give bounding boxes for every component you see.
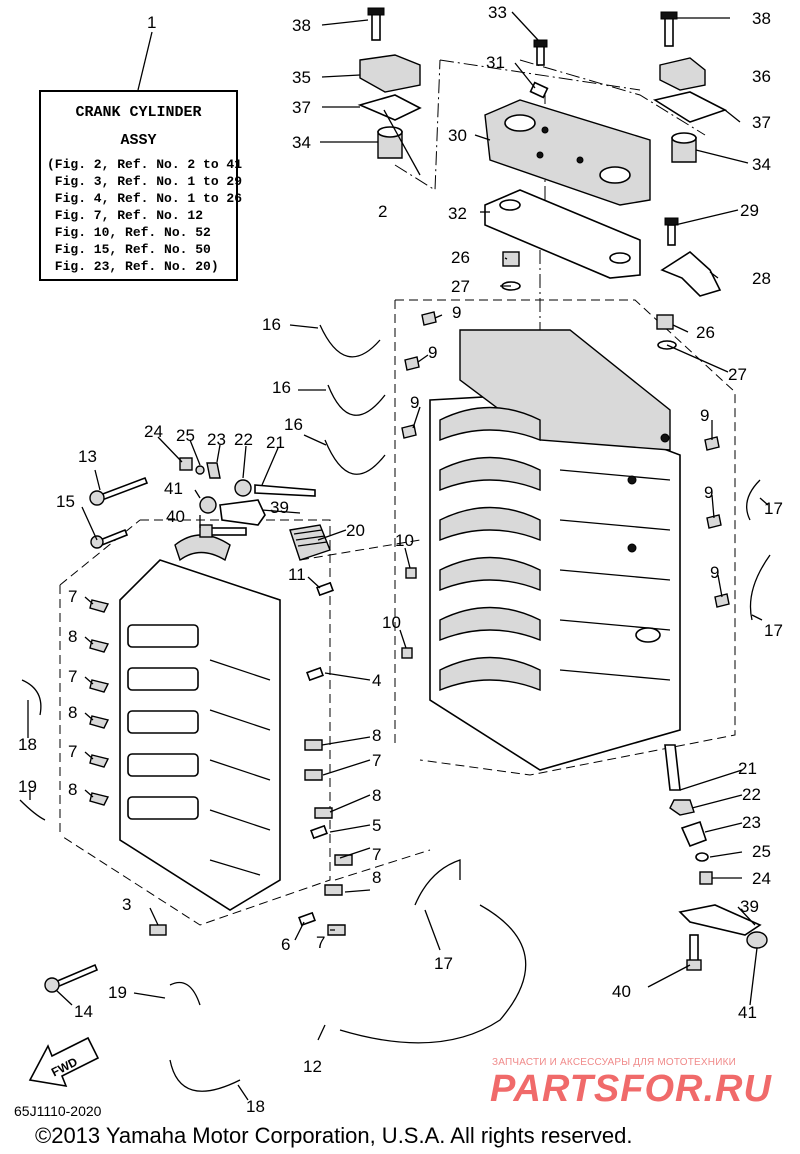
callout-17c: 17: [434, 954, 453, 973]
callout-18a: 18: [18, 735, 37, 754]
watermark-tagline: ЗАПЧАСТИ И АКСЕССУАРЫ ДЛЯ МОТОТЕХНИКИ: [492, 1057, 737, 1068]
callout-24a: 24: [144, 422, 163, 441]
callout-16c: 16: [284, 415, 303, 434]
callout-labels: 1 2 3 4 5 6 7 7 7 7 7 7 8 8 8 8 8 8 9 9 …: [18, 3, 783, 1116]
callout-11: 11: [288, 565, 306, 584]
drawing-code: 65J1110-2020: [14, 1103, 102, 1119]
callout-8e: 8: [372, 786, 381, 805]
callout-19a: 19: [18, 777, 37, 796]
callout-41b: 41: [738, 1003, 757, 1022]
callout-34b: 34: [752, 155, 771, 174]
callout-27b: 27: [728, 365, 747, 384]
callout-25a: 25: [176, 426, 195, 445]
callout-39a: 39: [270, 498, 289, 517]
callout-40a: 40: [166, 507, 185, 526]
callout-31: 31: [486, 53, 505, 72]
watermark-brand: PARTSFOR.RU: [490, 1068, 772, 1110]
callout-20: 20: [346, 521, 365, 540]
figure-ref: Fig. 23, Ref. No. 20): [47, 259, 219, 274]
callout-26b: 26: [696, 323, 715, 342]
callout-9f: 9: [710, 563, 719, 582]
assembly-title: CRANK CYLINDER: [75, 104, 202, 121]
callout-29: 29: [740, 201, 759, 220]
callout-21a: 21: [266, 433, 285, 452]
assembly-info-box: CRANK CYLINDER ASSY (Fig. 2, Ref. No. 2 …: [39, 90, 242, 281]
figure-ref: (Fig. 2, Ref. No. 2 to 41: [47, 157, 243, 172]
figure-ref: Fig. 3, Ref. No. 1 to 29: [47, 174, 243, 189]
callout-26a: 26: [451, 248, 470, 267]
callout-8a: 8: [68, 627, 77, 646]
callout-7a: 7: [68, 587, 77, 606]
callout-7b: 7: [68, 667, 77, 686]
callout-9c: 9: [410, 393, 419, 412]
figure-ref: Fig. 15, Ref. No. 50: [47, 242, 211, 257]
callout-6: 6: [281, 935, 290, 954]
callout-8d: 8: [372, 726, 381, 745]
callout-9b: 9: [428, 343, 437, 362]
callout-7d: 7: [372, 751, 381, 770]
callout-7f: 7: [316, 933, 325, 952]
callout-1: 1: [147, 13, 156, 32]
callout-37a: 37: [292, 98, 311, 117]
callout-8c: 8: [68, 780, 77, 799]
callout-35: 35: [292, 68, 311, 87]
callout-39b: 39: [740, 897, 759, 916]
callout-15: 15: [56, 492, 75, 511]
callout-23a: 23: [207, 430, 226, 449]
callout-17a: 17: [764, 499, 783, 518]
figure-ref: Fig. 4, Ref. No. 1 to 26: [47, 191, 243, 206]
fwd-arrow-icon: FWD: [28, 1036, 100, 1088]
callout-5: 5: [372, 816, 381, 835]
callout-16b: 16: [272, 378, 291, 397]
callout-16a: 16: [262, 315, 281, 334]
callout-40b: 40: [612, 982, 631, 1001]
callout-27a: 27: [451, 277, 470, 296]
callout-9a: 9: [452, 303, 461, 322]
callout-7c: 7: [68, 742, 77, 761]
callout-8f: 8: [372, 868, 381, 887]
callout-28: 28: [752, 269, 771, 288]
callout-21b: 21: [738, 759, 757, 778]
callout-8b: 8: [68, 703, 77, 722]
callout-25b: 25: [752, 842, 771, 861]
callout-41a: 41: [164, 479, 183, 498]
callout-19b: 19: [108, 983, 127, 1002]
figure-references: (Fig. 2, Ref. No. 2 to 41 Fig. 3, Ref. N…: [47, 156, 242, 275]
callout-37b: 37: [752, 113, 771, 132]
callout-22b: 22: [742, 785, 761, 804]
figure-ref: Fig. 7, Ref. No. 12: [47, 208, 204, 223]
callout-14: 14: [74, 1002, 93, 1021]
callout-33: 33: [488, 3, 507, 22]
callout-13: 13: [78, 447, 97, 466]
callout-3: 3: [122, 895, 131, 914]
callout-9e: 9: [704, 483, 713, 502]
callout-23b: 23: [742, 813, 761, 832]
callout-4: 4: [372, 671, 381, 690]
callout-22a: 22: [234, 430, 253, 449]
callout-10a: 10: [395, 531, 414, 550]
callout-38b: 38: [752, 9, 771, 28]
assembly-subtitle: ASSY: [120, 132, 157, 149]
callout-34a: 34: [292, 133, 311, 152]
copyright-notice: ©2013 Yamaha Motor Corporation, U.S.A. A…: [35, 1123, 633, 1148]
callout-2: 2: [378, 202, 387, 221]
callout-30: 30: [448, 126, 467, 145]
callout-38a: 38: [292, 16, 311, 35]
callout-12: 12: [303, 1057, 322, 1076]
callout-32: 32: [448, 204, 467, 223]
callout-9d: 9: [700, 406, 709, 425]
figure-ref: Fig. 10, Ref. No. 52: [47, 225, 211, 240]
callout-24b: 24: [752, 869, 771, 888]
callout-7e: 7: [372, 845, 381, 864]
callout-36: 36: [752, 67, 771, 86]
callout-18b: 18: [246, 1097, 265, 1116]
callout-17b: 17: [764, 621, 783, 640]
callout-10b: 10: [382, 613, 401, 632]
